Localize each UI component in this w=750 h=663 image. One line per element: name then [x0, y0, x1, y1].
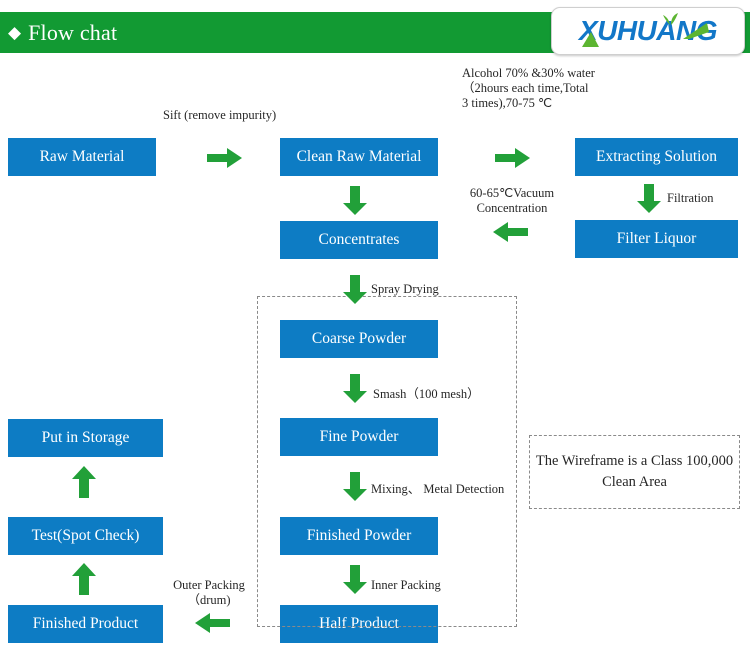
- arrow-left-outer-packing: [195, 613, 230, 633]
- arrow-up-to-test: [72, 563, 96, 595]
- logo-n-accent-icon: [683, 23, 709, 39]
- arrow-down-filtration: [637, 184, 661, 213]
- arrow-down-inner-packing: [343, 565, 367, 594]
- logo-wordmark: XUHUANG: [578, 15, 718, 46]
- arrow-down-spray-drying: [343, 275, 367, 304]
- arrow-left-vacuum-concentration: [493, 222, 528, 242]
- box-label: Filter Liquor: [616, 230, 697, 247]
- label-vacuum-concentration: 60-65℃Vacuum Concentration: [469, 186, 555, 215]
- logo-x-accent-icon: [582, 32, 599, 47]
- label-filtration: Filtration: [667, 191, 714, 205]
- box-label: Clean Raw Material: [296, 148, 422, 165]
- arrow-down-smash: [343, 374, 367, 403]
- box-filter-liquor[interactable]: Filter Liquor: [575, 220, 738, 258]
- box-test-spot-check[interactable]: Test(Spot Check): [8, 517, 163, 555]
- clean-area-note: The Wireframe is a Class 100,000 Clean A…: [529, 435, 740, 509]
- label-smash: Smash（100 mesh）: [373, 387, 480, 401]
- box-concentrates[interactable]: Concentrates: [280, 221, 438, 259]
- arrow-right-extraction: [495, 148, 530, 168]
- label-alcohol-extraction: Alcohol 70% &30% water （2hours each time…: [462, 66, 595, 110]
- page-title: ◆ Flow chat: [8, 12, 117, 53]
- arrow-down-to-concentrates: [343, 186, 367, 215]
- arrow-right-sift: [207, 148, 242, 168]
- box-put-in-storage[interactable]: Put in Storage: [8, 419, 163, 457]
- label-inner-packing: Inner Packing: [371, 578, 441, 592]
- box-clean-raw-material[interactable]: Clean Raw Material: [280, 138, 438, 176]
- box-label: Raw Material: [39, 148, 125, 165]
- label-outer-packing: Outer Packing（drum): [173, 578, 245, 607]
- logo-leaf-icon: [663, 13, 678, 25]
- box-label: Put in Storage: [41, 429, 130, 446]
- box-extracting-solution[interactable]: Extracting Solution: [575, 138, 738, 176]
- box-fine-powder[interactable]: Fine Powder: [280, 418, 438, 456]
- box-label: Concentrates: [318, 231, 400, 248]
- box-half-product[interactable]: Half Product: [280, 605, 438, 643]
- box-coarse-powder[interactable]: Coarse Powder: [280, 320, 438, 358]
- box-finished-powder[interactable]: Finished Powder: [280, 517, 438, 555]
- box-raw-material[interactable]: Raw Material: [8, 138, 156, 176]
- box-label: Coarse Powder: [311, 330, 407, 347]
- label-spray-drying: Spray Drying: [371, 282, 439, 296]
- label-mixing-metal-detection: Mixing、 Metal Detection: [371, 482, 505, 496]
- arrow-up-to-storage: [72, 466, 96, 498]
- box-label: Fine Powder: [319, 428, 399, 445]
- box-finished-product[interactable]: Finished Product: [8, 605, 163, 643]
- clean-area-wireframe: [257, 296, 517, 627]
- label-sift: Sift (remove impurity): [163, 108, 277, 122]
- box-label: Extracting Solution: [596, 148, 717, 165]
- company-logo: XUHUANG: [551, 7, 745, 55]
- arrow-down-mixing: [343, 472, 367, 501]
- diamond-bullet-icon: ◆: [8, 23, 22, 42]
- box-label: Finished Product: [32, 615, 139, 632]
- box-label: Half Product: [319, 615, 399, 632]
- box-label: Test(Spot Check): [31, 527, 140, 544]
- box-label: Finished Powder: [306, 527, 412, 544]
- clean-area-note-text: The Wireframe is a Class 100,000 Clean A…: [535, 453, 734, 490]
- page-title-text: Flow chat: [28, 19, 118, 45]
